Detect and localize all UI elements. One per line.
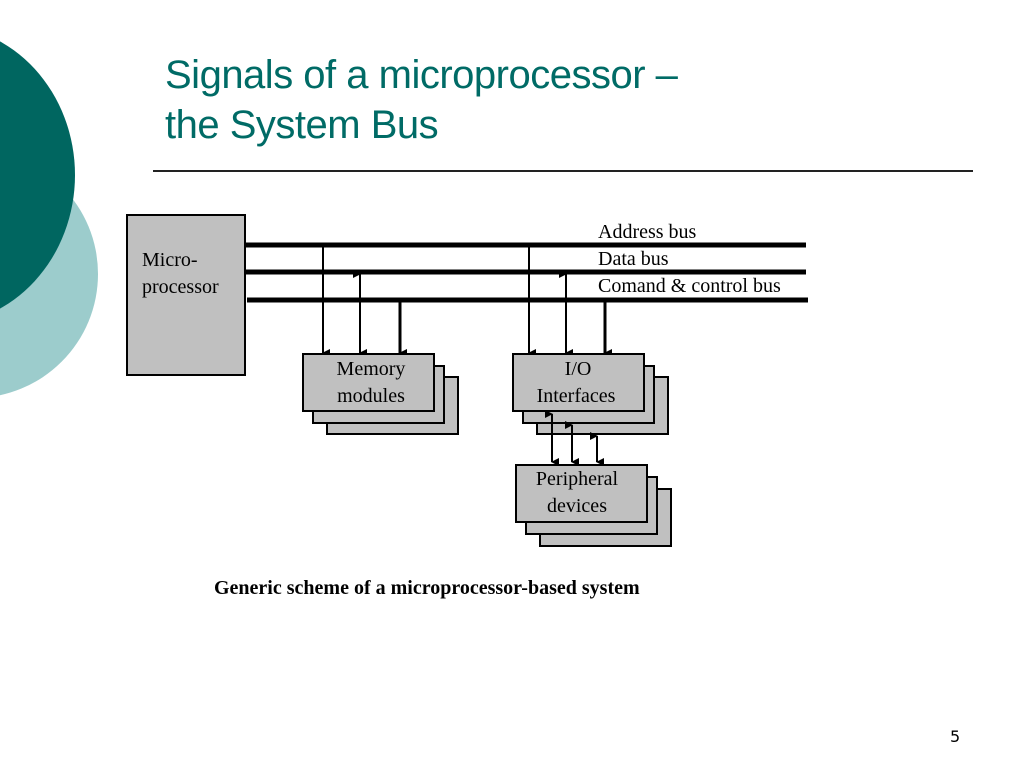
- title-line-1: Signals of a microprocessor –: [165, 53, 678, 97]
- data-bus-label: Data bus: [598, 248, 669, 270]
- memory-modules-block: Memory modules: [302, 353, 459, 435]
- microprocessor-block: Micro- processor: [126, 214, 246, 376]
- memory-label-1: Memory: [337, 358, 406, 380]
- slide-title: Signals of a microprocessor – the System…: [165, 50, 678, 150]
- title-line-2: the System Bus: [165, 103, 439, 147]
- peripheral-label-2: devices: [547, 495, 607, 517]
- control-bus-label: Comand & control bus: [598, 275, 781, 297]
- io-label-2: Interfaces: [537, 385, 616, 407]
- microprocessor-label-2: processor: [142, 276, 219, 298]
- peripheral-label-1: Peripheral: [536, 468, 619, 490]
- diagram-caption: Generic scheme of a microprocessor-based…: [214, 577, 640, 599]
- title-divider: [153, 170, 973, 172]
- page-number: 5: [950, 727, 961, 746]
- memory-label-2: modules: [337, 385, 405, 407]
- io-label-1: I/O: [565, 358, 592, 380]
- microprocessor-label-1: Micro-: [142, 249, 198, 271]
- address-bus-label: Address bus: [598, 221, 697, 243]
- peripheral-devices-block: Peripheral devices: [515, 464, 672, 547]
- io-interfaces-block: I/O Interfaces: [512, 353, 669, 435]
